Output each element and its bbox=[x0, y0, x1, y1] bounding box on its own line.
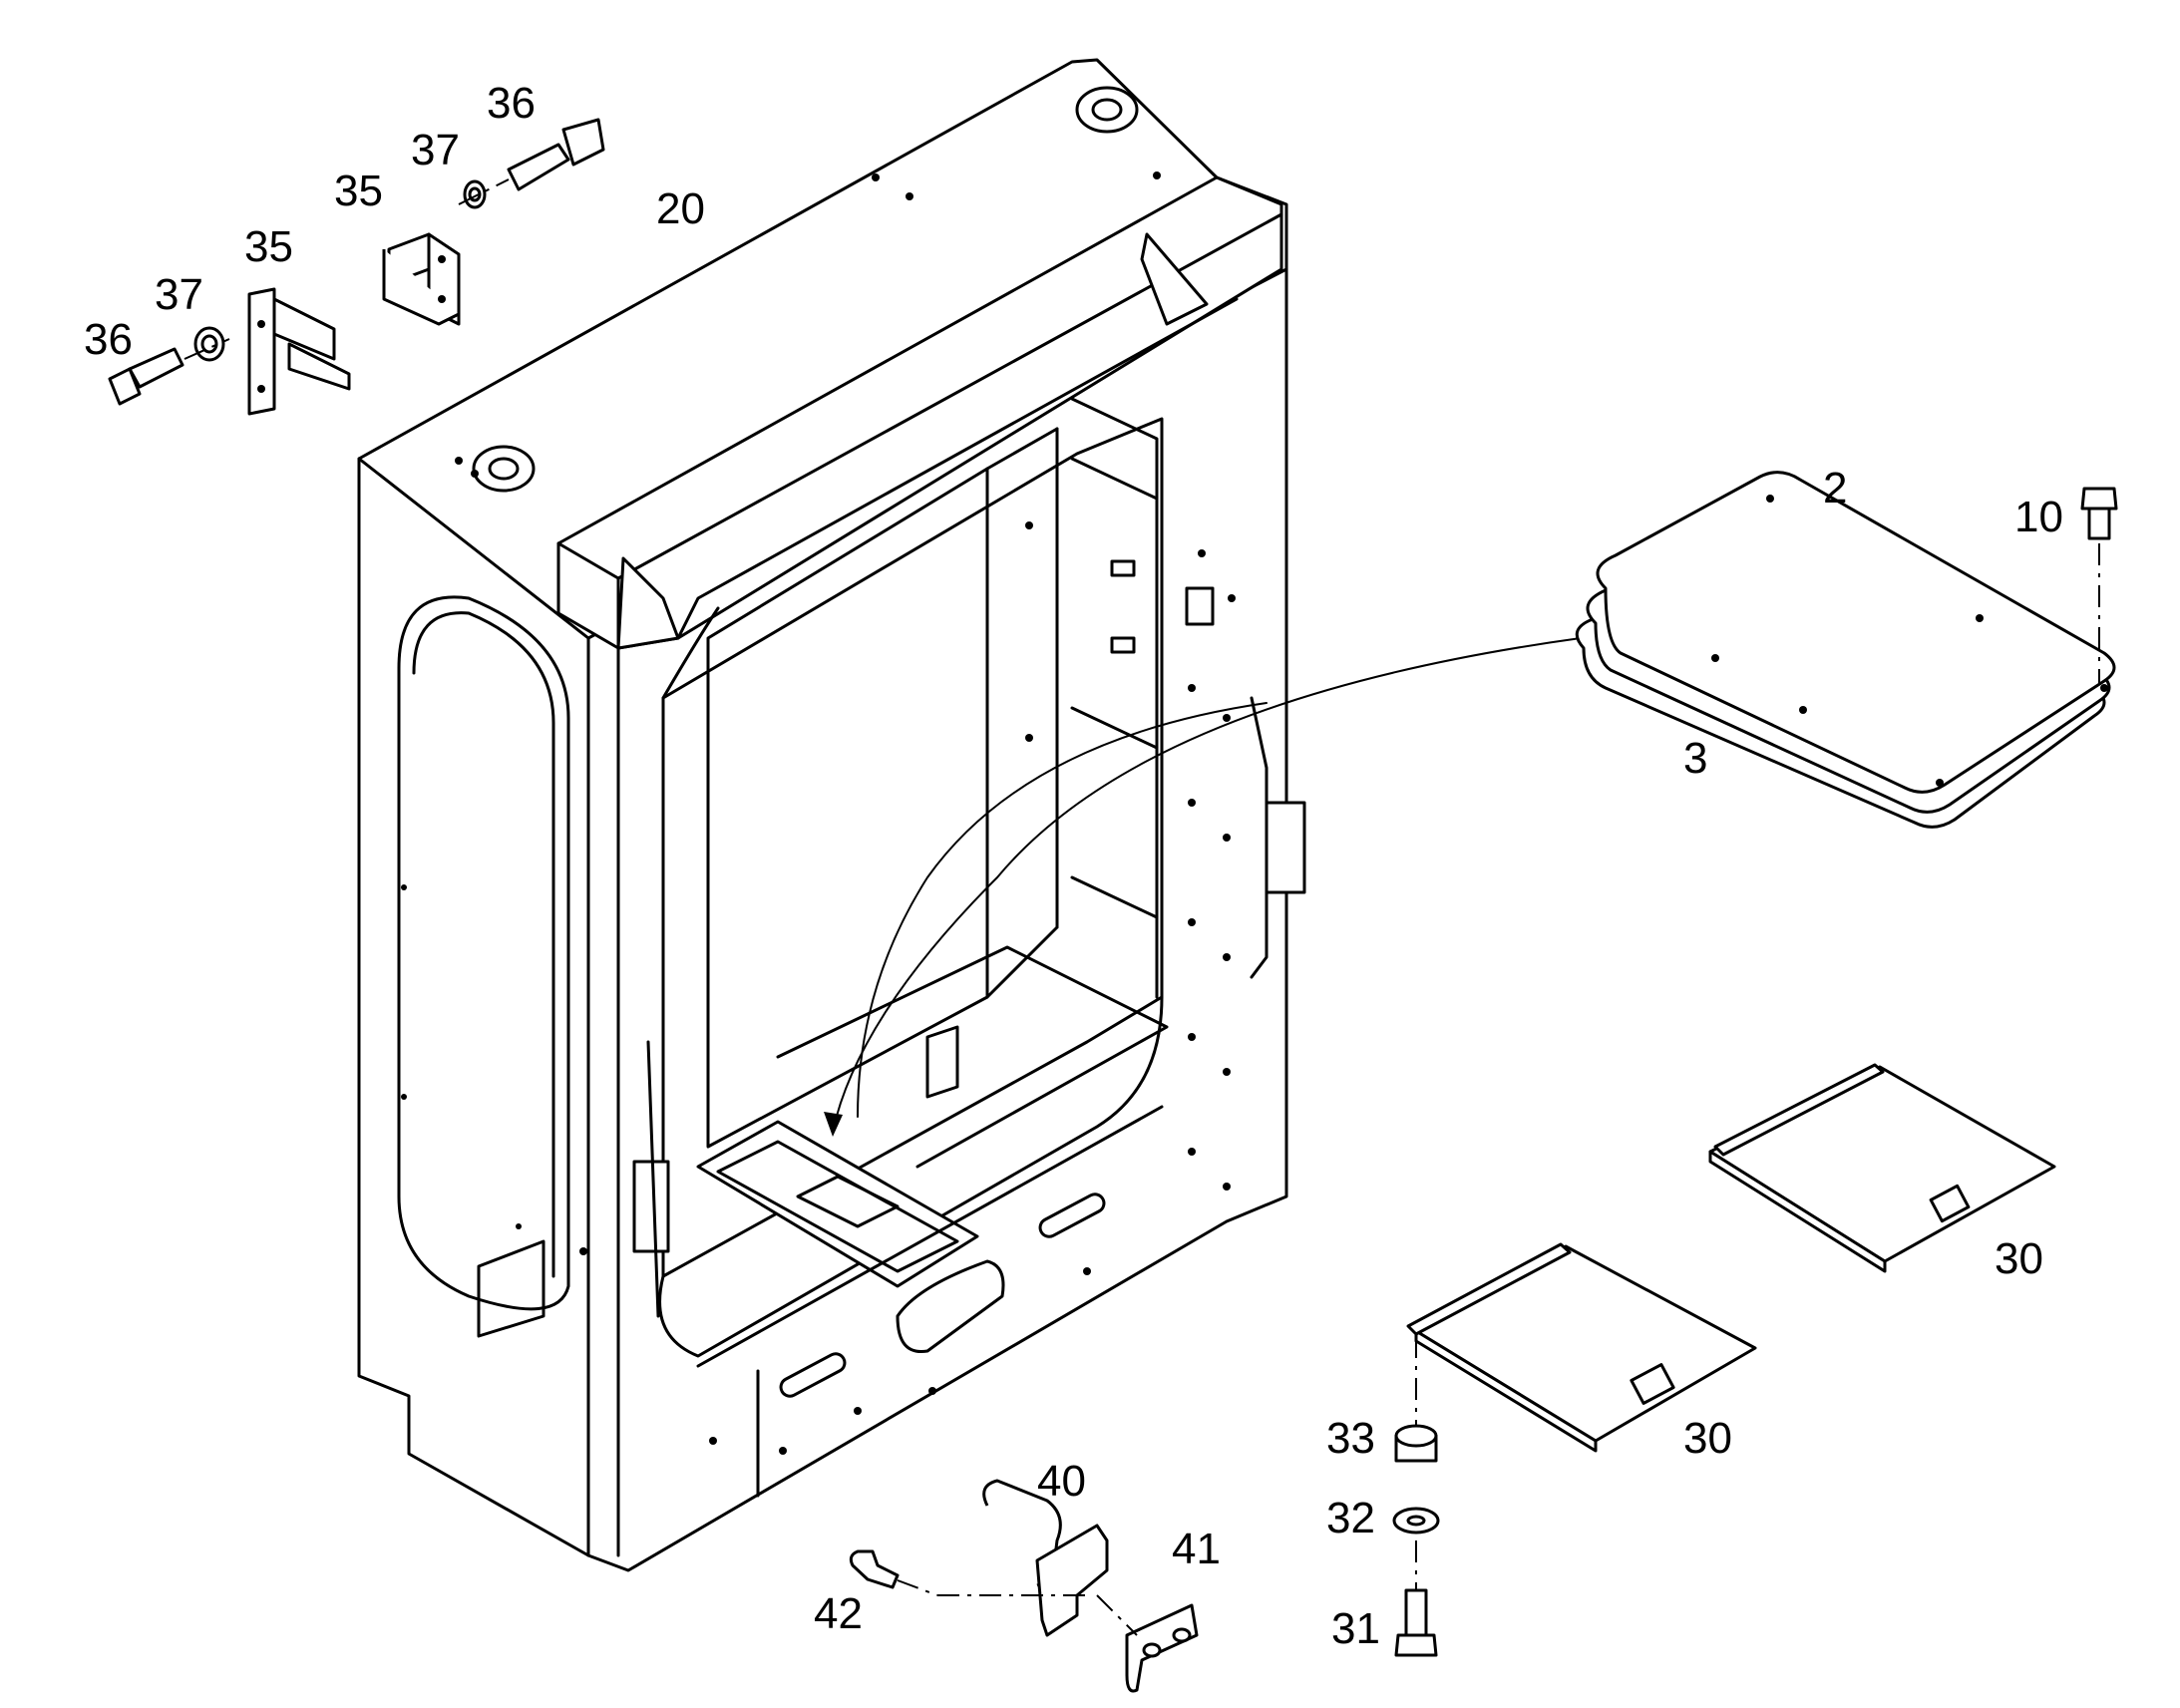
frame-mounting-holes bbox=[401, 171, 1236, 1455]
left-bracket-assembly bbox=[108, 287, 351, 416]
callout-2: 2 bbox=[1823, 464, 1847, 512]
callout-20: 20 bbox=[656, 184, 705, 233]
callout-35-top: 35 bbox=[334, 167, 383, 215]
callout-37-left: 37 bbox=[155, 270, 203, 319]
callout-42: 42 bbox=[814, 1589, 863, 1638]
callout-37-top: 37 bbox=[411, 126, 460, 174]
access-door-upper bbox=[1708, 1063, 2056, 1273]
door-hinge-hardware bbox=[1392, 1424, 1440, 1657]
callout-labels: 36 37 35 20 35 37 36 2 10 3 30 30 33 32 … bbox=[84, 79, 2063, 1653]
access-door-lower bbox=[1406, 1242, 1757, 1453]
callout-41: 41 bbox=[1172, 1525, 1221, 1573]
callout-35-left: 35 bbox=[244, 222, 293, 271]
callout-30-lower: 30 bbox=[1683, 1414, 1732, 1463]
cover-plate-assembly bbox=[1575, 471, 2118, 829]
callout-30-upper: 30 bbox=[1995, 1234, 2043, 1283]
callout-31: 31 bbox=[1331, 1604, 1380, 1653]
cover-location-arrow bbox=[832, 637, 1582, 1133]
callout-32: 32 bbox=[1326, 1494, 1375, 1542]
callout-3: 3 bbox=[1683, 734, 1707, 783]
callout-40: 40 bbox=[1037, 1457, 1086, 1506]
callout-33: 33 bbox=[1326, 1414, 1375, 1463]
frame-housing bbox=[357, 58, 1306, 1572]
callout-36-top: 36 bbox=[487, 79, 536, 128]
upper-bracket-assembly bbox=[382, 118, 605, 326]
callout-36-left: 36 bbox=[84, 315, 133, 364]
handle-assembly bbox=[849, 1479, 1199, 1693]
callout-10: 10 bbox=[2014, 493, 2063, 541]
cover-location-arrow-2 bbox=[857, 702, 1268, 1118]
